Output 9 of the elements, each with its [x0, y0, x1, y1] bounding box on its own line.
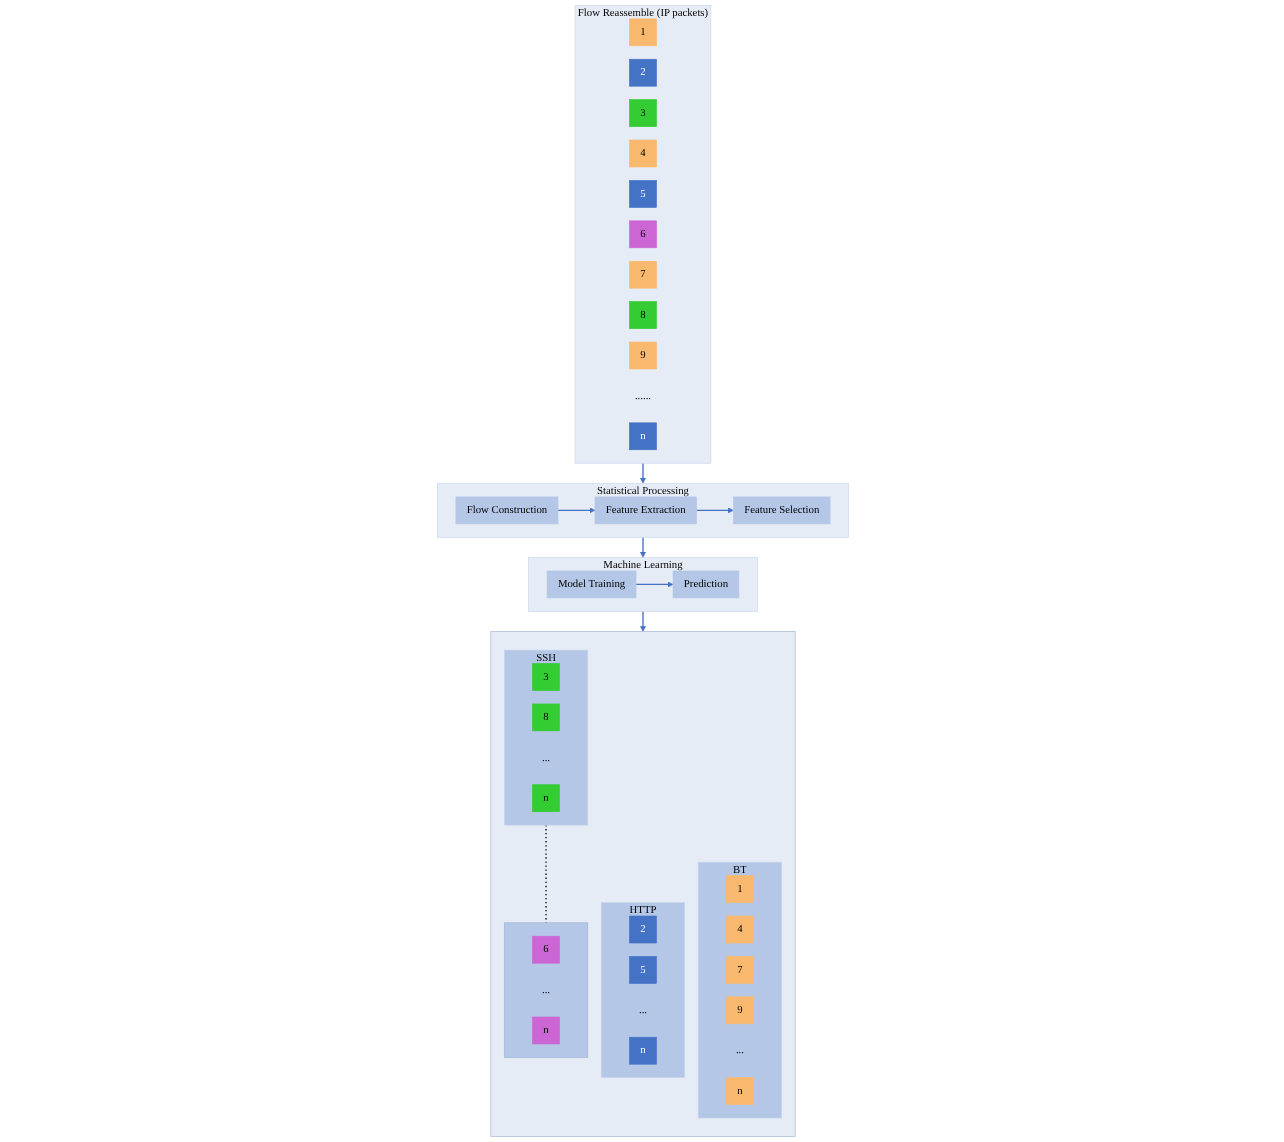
arrow	[639, 536, 645, 558]
cluster	[489, 631, 795, 1137]
cluster	[502, 922, 588, 1058]
arrow	[634, 581, 673, 588]
arrow	[639, 462, 645, 484]
arrow	[639, 610, 645, 632]
arrow	[556, 507, 595, 514]
connector	[544, 824, 546, 924]
arrow	[694, 507, 733, 514]
